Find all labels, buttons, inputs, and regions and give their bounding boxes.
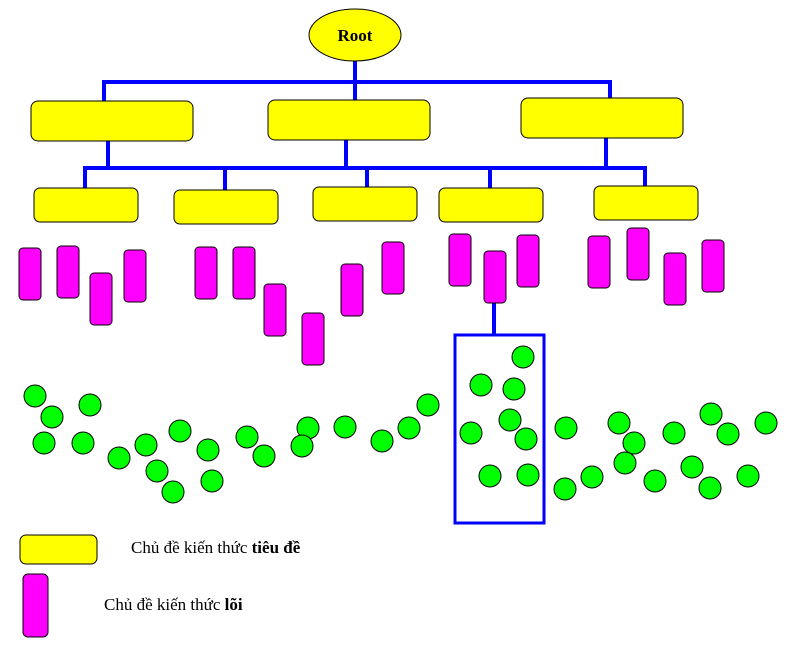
knowledge-node	[161, 480, 185, 504]
knowledge-node	[643, 469, 667, 493]
legend-heading-swatch	[19, 534, 98, 565]
legend-heading-label: Chủ đề kiến thức tiêu đề	[131, 538, 300, 558]
knowledge-node	[200, 469, 224, 493]
knowledge-node	[107, 446, 131, 470]
level1-topic	[267, 99, 431, 141]
legend-core-label: Chủ đề kiến thức lõi	[104, 595, 243, 615]
core-topic	[701, 239, 725, 293]
knowledge-node	[622, 431, 646, 455]
knowledge-node	[580, 465, 604, 489]
knowledge-node	[607, 411, 631, 435]
level1-heading-topics	[30, 97, 684, 142]
level2-heading-topics	[33, 185, 699, 225]
knowledge-node-in-frame	[498, 408, 522, 432]
knowledge-node-in-frame	[516, 463, 540, 487]
core-topic	[587, 235, 611, 289]
legend-core-bold: lõi	[224, 595, 243, 614]
knowledge-node-in-frame	[514, 427, 538, 451]
knowledge-node	[680, 455, 704, 479]
core-topic	[123, 249, 147, 303]
core-topic	[516, 234, 540, 288]
core-topic	[194, 246, 218, 300]
knowledge-node	[23, 384, 47, 408]
knowledge-node	[168, 419, 192, 443]
knowledge-node	[40, 405, 64, 429]
core-topic	[56, 245, 80, 299]
knowledge-node	[235, 425, 259, 449]
core-topic	[381, 241, 405, 295]
core-topic	[626, 227, 650, 281]
knowledge-node	[754, 411, 778, 435]
knowledge-node	[252, 444, 276, 468]
knowledge-node	[736, 464, 760, 488]
root-node: Root	[308, 8, 402, 62]
knowledge-node	[370, 429, 394, 453]
knowledge-node-in-frame	[469, 373, 493, 397]
knowledge-node	[290, 434, 314, 458]
knowledge-node-in-frame	[502, 377, 526, 401]
legend-heading-bold: tiêu đề	[251, 538, 301, 557]
connector-lines	[83, 60, 647, 335]
level2-topic	[593, 185, 699, 221]
level1-topic	[520, 97, 684, 139]
highlight-frame	[453, 333, 546, 525]
knowledge-node	[553, 477, 577, 501]
core-topic	[301, 312, 325, 366]
core-topic	[483, 250, 507, 304]
core-topic	[89, 272, 113, 326]
core-topic	[263, 283, 287, 337]
core-topic	[18, 247, 42, 301]
knowledge-node	[196, 438, 220, 462]
legend-heading-text: Chủ đề kiến thức	[131, 538, 252, 557]
knowledge-node-in-frame	[459, 421, 483, 445]
knowledge-node	[698, 476, 722, 500]
knowledge-node	[554, 416, 578, 440]
core-topic	[663, 252, 687, 306]
core-topics	[18, 227, 725, 366]
level2-topic	[173, 189, 279, 225]
knowledge-node	[78, 393, 102, 417]
legend-core-text: Chủ đề kiến thức	[104, 595, 225, 614]
knowledge-node	[416, 393, 440, 417]
legend-core-swatch	[22, 573, 49, 638]
legend	[19, 534, 98, 638]
knowledge-node	[333, 415, 357, 439]
level1-topic	[30, 100, 194, 142]
knowledge-node-in-frame	[478, 464, 502, 488]
level2-topic	[33, 187, 139, 223]
knowledge-node	[32, 431, 56, 455]
core-topic	[448, 233, 472, 287]
knowledge-node	[662, 421, 686, 445]
knowledge-node	[613, 451, 637, 475]
knowledge-node	[716, 422, 740, 446]
knowledge-node	[699, 402, 723, 426]
level2-topic	[438, 187, 544, 223]
core-topic	[232, 246, 256, 300]
root-label: Root	[338, 26, 373, 45]
level2-topic	[312, 186, 418, 222]
knowledge-node-in-frame	[511, 345, 535, 369]
knowledge-node	[71, 431, 95, 455]
knowledge-node	[134, 433, 158, 457]
knowledge-node	[145, 459, 169, 483]
core-topic	[340, 263, 364, 317]
knowledge-node	[397, 416, 421, 440]
knowledge-nodes	[23, 345, 778, 504]
